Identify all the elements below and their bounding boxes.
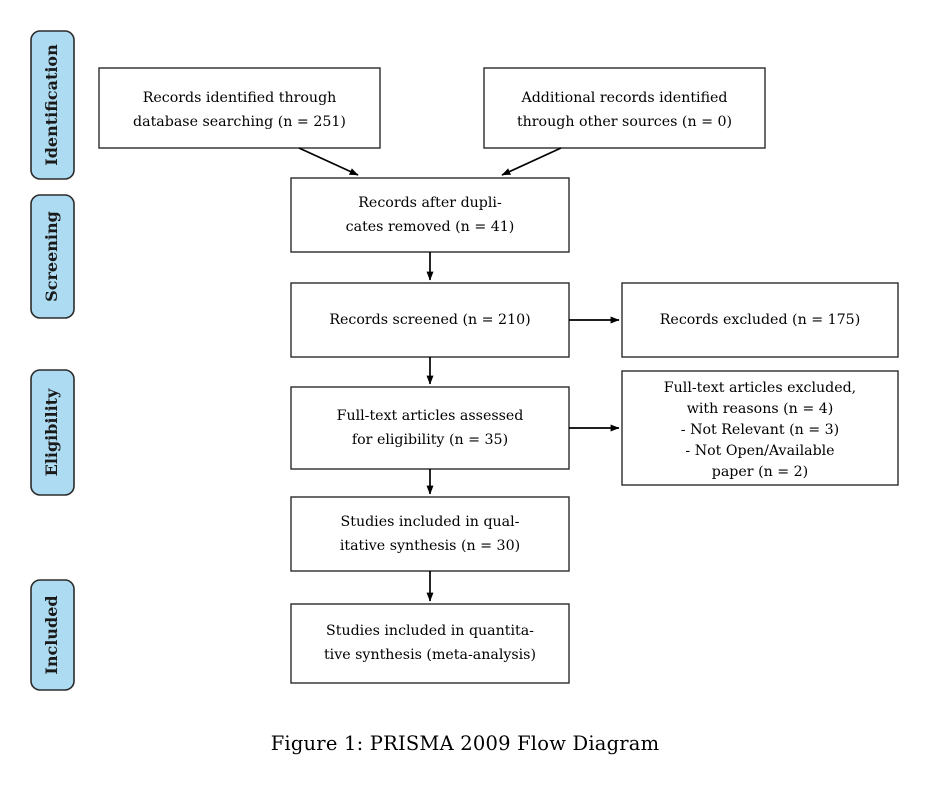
box-qualitative-synthesis-line-2: itative synthesis (n = 30) bbox=[340, 538, 520, 554]
stage-label-text-eligibility: Eligibility bbox=[42, 388, 61, 476]
box-quantitative-synthesis: Studies included in quantita- tive synth… bbox=[290, 603, 570, 684]
box-additional-records-rect bbox=[483, 67, 766, 149]
box-records-identified-line-2: database searching (n = 251) bbox=[133, 114, 346, 130]
box-additional-records: Additional records identified through ot… bbox=[483, 67, 766, 149]
box-fulltext-assessed-line-2: for eligibility (n = 35) bbox=[352, 432, 508, 448]
stage-chip-identification bbox=[30, 30, 75, 180]
box-quantitative-synthesis-rect bbox=[290, 603, 570, 684]
box-duplicates-removed-line-2: cates removed (n = 41) bbox=[346, 219, 515, 235]
box-quantitative-synthesis-line-1: Studies included in quantita- bbox=[326, 623, 534, 639]
box-fulltext-excluded: Full-text articles excluded, with reason… bbox=[621, 370, 899, 486]
arrow-additional-to-duplicates bbox=[501, 147, 562, 176]
stage-label-text-included: Included bbox=[42, 595, 61, 674]
stage-label-included: Included bbox=[30, 579, 75, 691]
box-fulltext-excluded-line-5: paper (n = 2) bbox=[712, 464, 808, 480]
box-quantitative-synthesis-line-2: tive synthesis (meta-analysis) bbox=[324, 647, 536, 663]
box-records-identified-rect bbox=[98, 67, 381, 149]
box-fulltext-excluded-line-3: - Not Relevant (n = 3) bbox=[681, 422, 839, 438]
stage-label-text-identification: Identification bbox=[42, 44, 61, 166]
box-additional-records-line-1: Additional records identified bbox=[520, 90, 727, 106]
box-qualitative-synthesis-line-1: Studies included in qual- bbox=[341, 514, 520, 530]
box-records-identified-line-1: Records identified through bbox=[143, 90, 337, 106]
stage-chip-included bbox=[30, 579, 75, 691]
arrow-identified-to-duplicates bbox=[298, 147, 359, 176]
stage-chip-screening bbox=[30, 194, 75, 319]
stage-label-text-screening: Screening bbox=[42, 211, 61, 302]
box-records-excluded: Records excluded (n = 175) bbox=[621, 282, 899, 358]
box-fulltext-excluded-line-4: - Not Open/Available bbox=[685, 443, 834, 459]
box-qualitative-synthesis: Studies included in qual- itative synthe… bbox=[290, 496, 570, 572]
stage-label-eligibility: Eligibility bbox=[30, 369, 75, 496]
box-fulltext-assessed-line-1: Full-text articles assessed bbox=[337, 408, 524, 424]
stage-chip-eligibility bbox=[30, 369, 75, 496]
box-fulltext-assessed: Full-text articles assessed for eligibil… bbox=[290, 386, 570, 470]
box-records-screened-rect bbox=[290, 282, 570, 358]
box-duplicates-removed-rect bbox=[290, 177, 570, 253]
box-fulltext-excluded-line-1: Full-text articles excluded, bbox=[664, 380, 856, 396]
box-duplicates-removed: Records after dupli- cates removed (n = … bbox=[290, 177, 570, 253]
box-records-excluded-line-1: Records excluded (n = 175) bbox=[660, 312, 861, 328]
stage-label-identification: Identification bbox=[30, 30, 75, 180]
box-records-screened-line-1: Records screened (n = 210) bbox=[329, 312, 530, 328]
box-fulltext-assessed-rect bbox=[290, 386, 570, 470]
box-records-identified: Records identified through database sear… bbox=[98, 67, 381, 149]
box-additional-records-line-2: through other sources (n = 0) bbox=[517, 114, 732, 130]
box-fulltext-excluded-line-2: with reasons (n = 4) bbox=[687, 401, 834, 417]
box-duplicates-removed-line-1: Records after dupli- bbox=[358, 195, 502, 211]
figure-caption: Figure 1: PRISMA 2009 Flow Diagram bbox=[270, 732, 660, 755]
box-records-screened: Records screened (n = 210) bbox=[290, 282, 570, 358]
box-records-excluded-rect bbox=[621, 282, 899, 358]
box-qualitative-synthesis-rect bbox=[290, 496, 570, 572]
box-fulltext-excluded-rect bbox=[621, 370, 899, 486]
stage-label-screening: Screening bbox=[30, 194, 75, 319]
